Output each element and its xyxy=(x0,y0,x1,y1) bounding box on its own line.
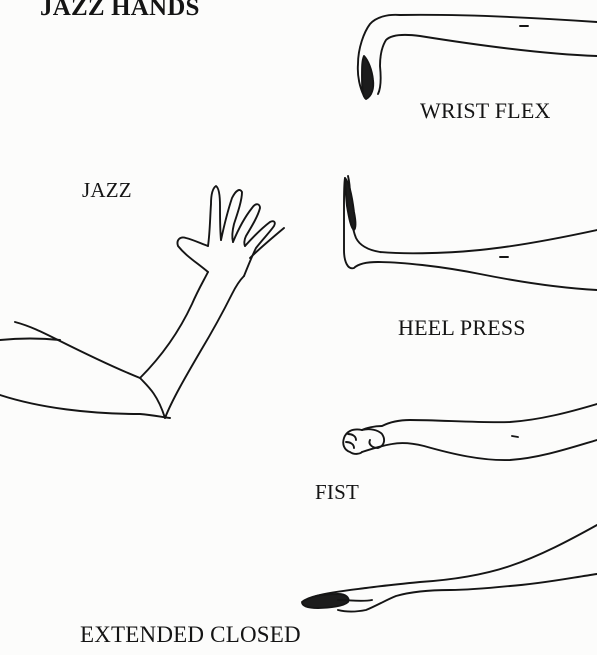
arm-fist-illustration xyxy=(343,404,597,460)
heel-press-label: HEEL PRESS xyxy=(398,315,526,341)
jazz-label: JAZZ xyxy=(82,178,132,203)
arm-jazz-hand-illustration xyxy=(0,186,284,418)
fist-label: FIST xyxy=(315,480,359,505)
arm-extended-closed-illustration xyxy=(302,525,597,612)
arm-heel-press-illustration xyxy=(344,176,597,290)
extended-closed-label: EXTENDED CLOSED xyxy=(80,622,301,648)
arm-wrist-flex-illustration xyxy=(358,15,597,99)
wrist-flex-label: WRIST FLEX xyxy=(420,98,551,124)
